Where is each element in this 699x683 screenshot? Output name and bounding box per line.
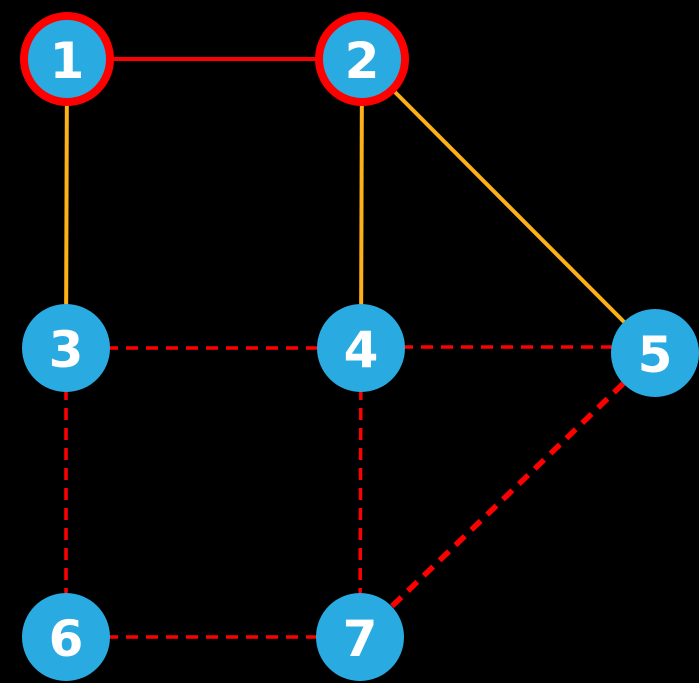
graph-node-2-highlighted[interactable]: 2 [315,12,409,106]
graph-node-1-highlighted[interactable]: 1 [20,12,114,106]
node-circle[interactable] [22,593,110,681]
graph-node-3[interactable]: 3 [22,304,110,392]
graph-node-5[interactable]: 5 [611,309,699,397]
node-circle-with-highlight-ring[interactable] [315,12,409,106]
edge-1-3-solid[interactable] [64,58,69,349]
graph-node-7[interactable]: 7 [316,593,404,681]
edge-5-7-dashed[interactable] [358,351,657,639]
node-circle[interactable] [316,593,404,681]
edge-2-5-solid[interactable] [360,57,657,355]
graph-node-4[interactable]: 4 [317,304,405,392]
edge-2-4-solid[interactable] [359,58,364,349]
node-circle[interactable] [317,304,405,392]
node-circle[interactable] [22,304,110,392]
edge-4-7-dashed[interactable] [358,347,363,638]
node-circle[interactable] [611,309,699,397]
graph-node-6[interactable]: 6 [22,593,110,681]
node-circle-with-highlight-ring[interactable] [20,12,114,106]
